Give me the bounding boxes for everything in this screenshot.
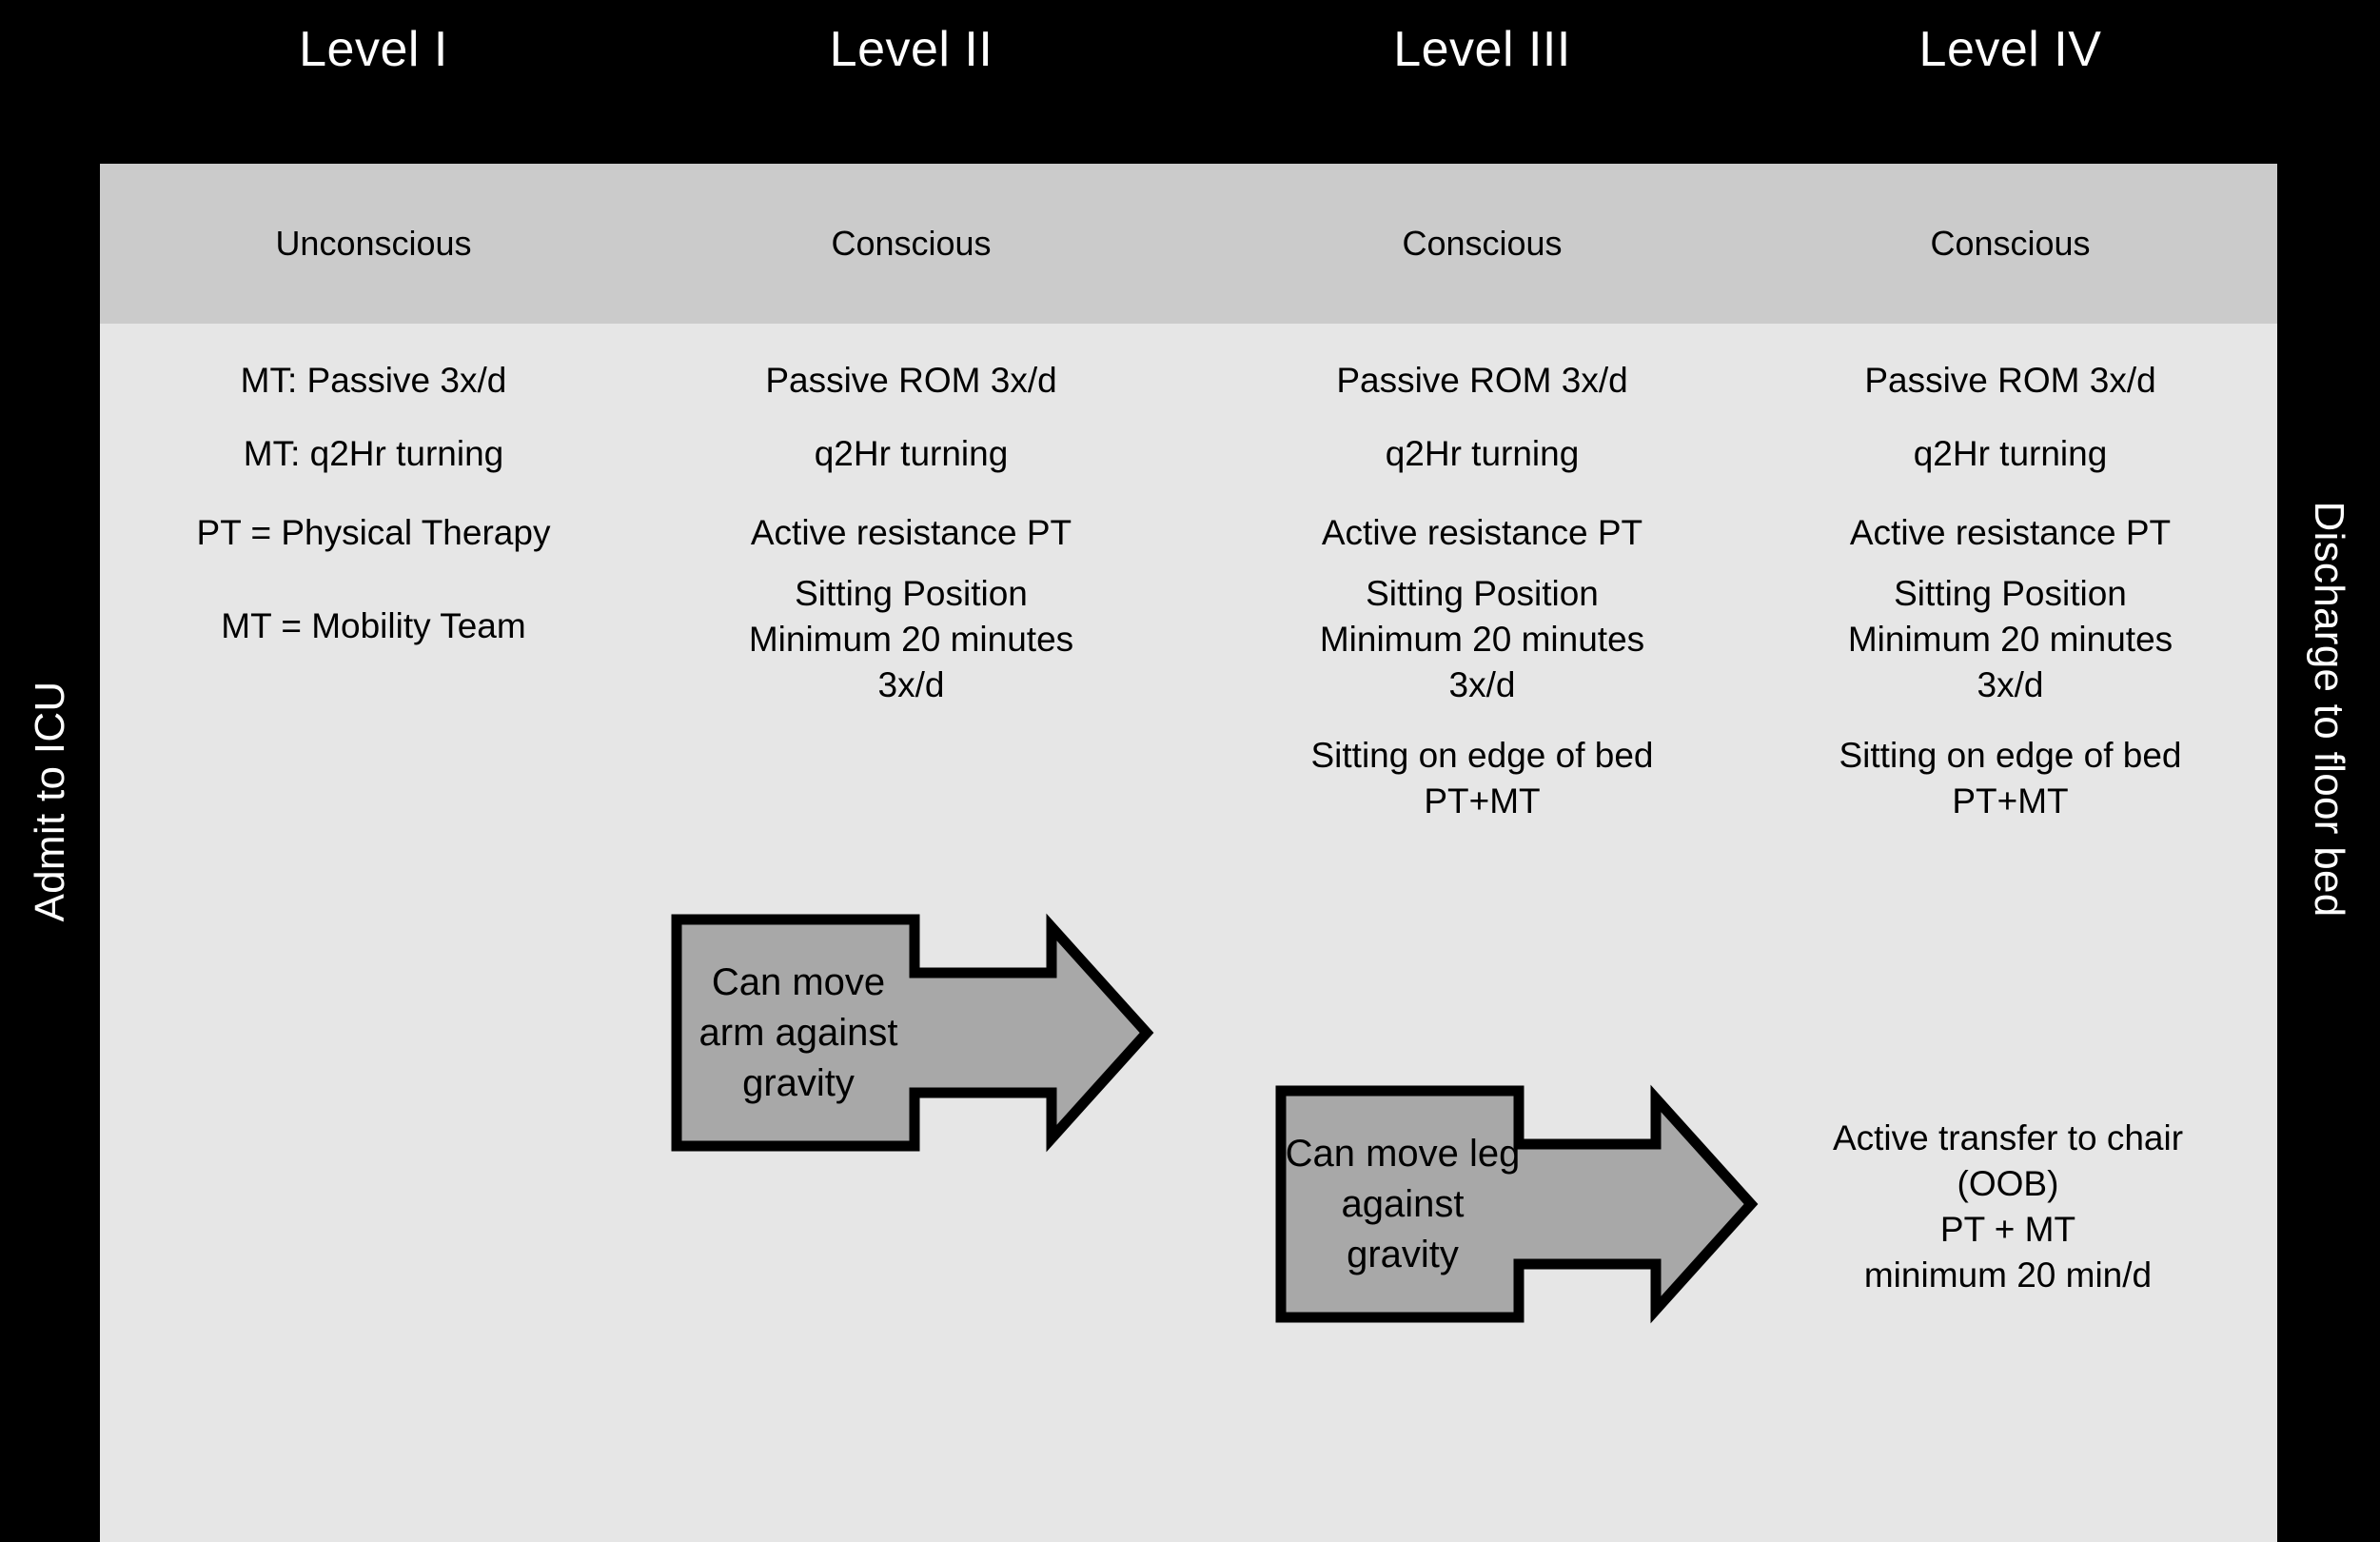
column-header-level-1: Level I [299,22,448,77]
cell-level4-item3: Active resistance PT [1849,513,2172,552]
consciousness-level-4: Conscious [1930,224,2091,263]
pathway-panel: Unconscious Conscious Conscious Consciou… [100,164,2277,1542]
arrow-shape-leg [1275,1084,1759,1324]
cell-level3-item4: Sitting Position Minimum 20 minutes 3x/d [1319,574,1645,704]
cell-level3-item1: Passive ROM 3x/d [1336,361,1628,400]
cell-level1-item4: MT = Mobility Team [221,606,526,645]
transition-arrow-arm: Can move arm against gravity [671,913,1261,1153]
consciousness-level-1: Unconscious [275,224,472,263]
arrow-label-leg: Can move leg against gravity [1285,1132,1521,1275]
rail-admit-to-icu: Admit to ICU [0,0,100,1542]
cell-level4-item5: Sitting on edge of bed PT+MT [1839,736,2182,820]
cell-level2-item1: Passive ROM 3x/d [765,361,1057,400]
cell-level2-item2: q2Hr turning [814,434,1009,473]
cell-level3-item2: q2Hr turning [1385,434,1580,473]
column-header-level-3: Level III [1393,22,1571,77]
cell-level4-item1: Passive ROM 3x/d [1864,361,2156,400]
column-header-level-4: Level IV [1918,22,2102,77]
rail-discharge-to-floor-bed-label: Discharge to floor bed [2306,501,2352,918]
rail-admit-to-icu-label: Admit to ICU [26,681,73,922]
cell-level1-item3: PT = Physical Therapy [196,513,551,552]
cell-level3-item3: Active resistance PT [1321,513,1643,552]
cell-level1-item2: MT: q2Hr turning [243,434,504,473]
cell-level4-item4: Sitting Position Minimum 20 minutes 3x/d [1847,574,2173,704]
consciousness-level-2: Conscious [831,224,992,263]
arrow-shape-arm [671,913,1154,1153]
consciousness-band [100,164,2277,324]
column-header-level-2: Level II [829,22,993,77]
cell-level3-item5: Sitting on edge of bed PT+MT [1310,736,1654,820]
arrow-label-arm: Can move arm against gravity [698,960,898,1104]
cell-level1-item1: MT: Passive 3x/d [240,361,507,400]
cell-level2-item4: Sitting Position Minimum 20 minutes 3x/d [748,574,1074,704]
rail-discharge-to-floor-bed: Discharge to floor bed [2277,0,2380,1542]
consciousness-level-3: Conscious [1402,224,1563,263]
cell-level2-item3: Active resistance PT [750,513,1072,552]
cell-level4-item6: Active transfer to chair (OOB) PT + MT m… [1832,1118,2184,1295]
transition-arrow-leg: Can move leg against gravity [1275,1084,1894,1324]
cell-level4-item2: q2Hr turning [1913,434,2108,473]
